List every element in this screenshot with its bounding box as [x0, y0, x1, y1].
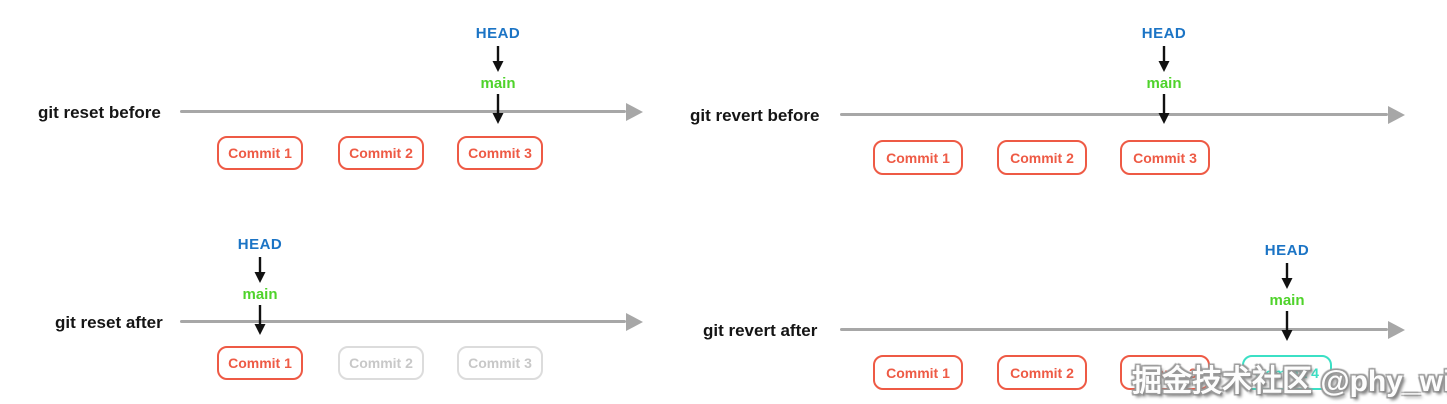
timeline-arrowhead-icon	[1388, 320, 1405, 339]
head-label: HEAD	[1141, 25, 1187, 42]
panel-title-revert-before: git revert before	[690, 106, 820, 125]
down-arrow-icon	[254, 305, 266, 335]
down-arrow-icon	[1281, 311, 1293, 341]
commit-box: Commit 1	[217, 136, 303, 170]
commit-box: Commit 3	[1120, 355, 1210, 390]
commit-box-new-revert-commit: Commit 4	[1242, 355, 1332, 390]
commit-box: Commit 1	[873, 355, 963, 390]
commit-box: Commit 3	[457, 136, 543, 170]
commit-box: Commit 3	[1120, 140, 1210, 175]
branch-label: main	[1146, 75, 1182, 92]
down-arrow-icon	[1158, 46, 1170, 72]
panel-title-revert-after: git revert after	[703, 321, 818, 340]
panel-title-reset-after: git reset after	[55, 313, 163, 332]
down-arrow-icon	[1281, 263, 1293, 289]
down-arrow-icon	[492, 46, 504, 72]
head-label: HEAD	[1264, 242, 1310, 259]
head-pointer-reset-after: HEAD main	[220, 237, 300, 335]
commit-box: Commit 2	[338, 136, 424, 170]
head-pointer-revert-before: HEAD main	[1124, 26, 1204, 124]
timeline-arrowhead-icon	[1388, 105, 1405, 124]
down-arrow-icon	[254, 257, 266, 283]
down-arrow-icon	[1158, 94, 1170, 124]
branch-label: main	[242, 286, 278, 303]
timeline-revert-after	[840, 320, 1405, 339]
branch-label: main	[480, 75, 516, 92]
head-label: HEAD	[475, 25, 521, 42]
timeline-reset-after	[180, 312, 643, 331]
panel-title-reset-before: git reset before	[38, 103, 161, 122]
commit-box-removed: Commit 3	[457, 346, 543, 380]
commit-box-removed: Commit 2	[338, 346, 424, 380]
down-arrow-icon	[492, 94, 504, 124]
timeline-arrowhead-icon	[626, 312, 643, 331]
branch-label: main	[1269, 292, 1305, 309]
commit-box: Commit 1	[873, 140, 963, 175]
head-pointer-reset-before: HEAD main	[458, 26, 538, 124]
head-pointer-revert-after: HEAD main	[1247, 243, 1327, 341]
commit-box: Commit 2	[997, 140, 1087, 175]
timeline-arrowhead-icon	[626, 102, 643, 121]
watermark-text: 掘金技术社区 @phy_winter	[1132, 365, 1447, 398]
head-label: HEAD	[237, 236, 283, 253]
timeline-revert-before	[840, 105, 1405, 124]
commit-box: Commit 1	[217, 346, 303, 380]
timeline-reset-before	[180, 102, 643, 121]
commit-box: Commit 2	[997, 355, 1087, 390]
